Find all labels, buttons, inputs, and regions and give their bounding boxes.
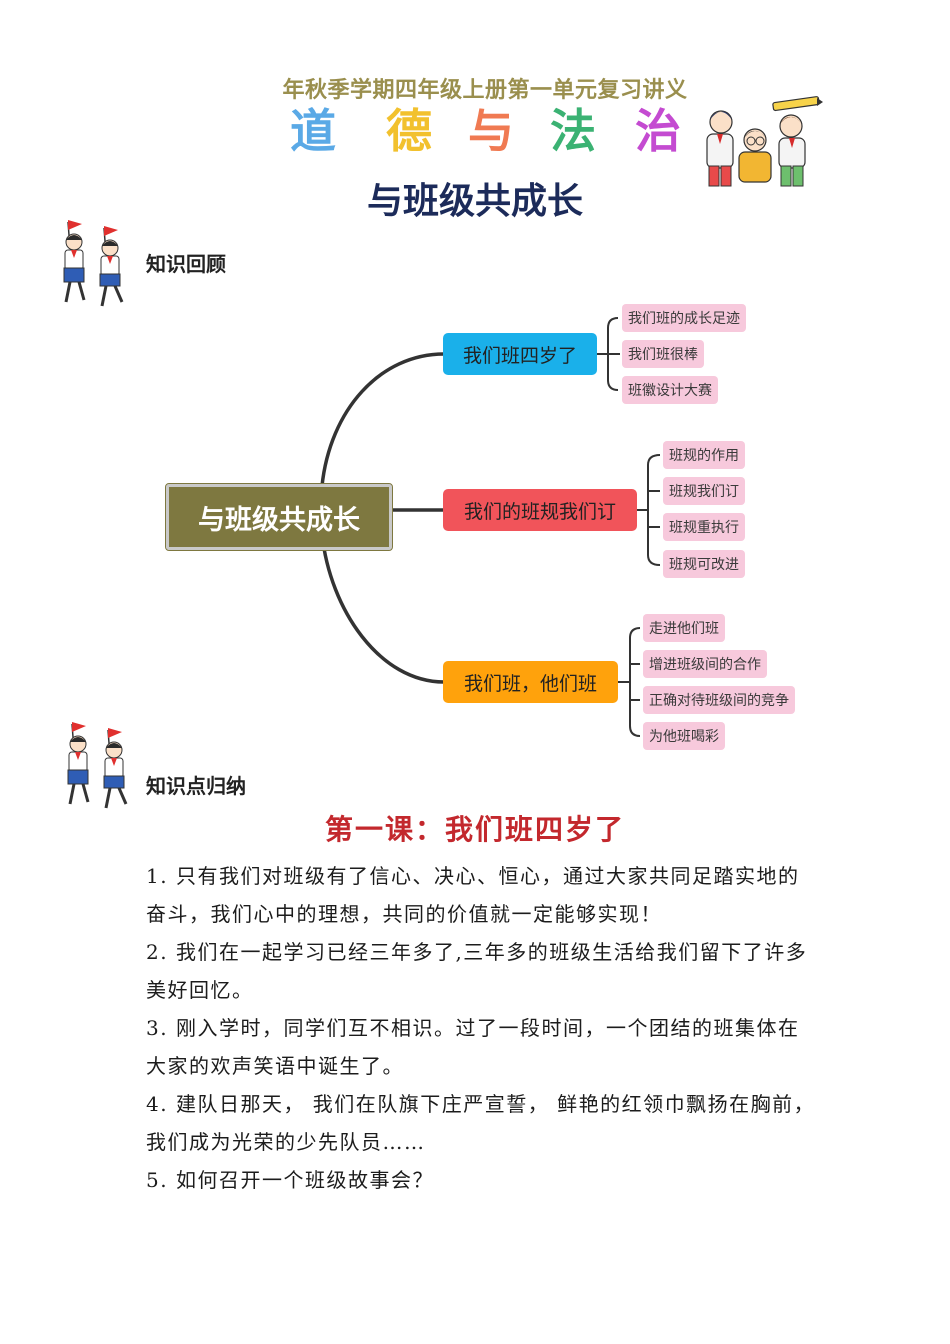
section-heading-review: 知识回顾 xyxy=(146,252,226,276)
lesson-content: 1. 只有我们对班级有了信心、决心、恒心，通过大家共同足踏实地的奋斗，我们心中的… xyxy=(146,857,816,1199)
mindmap-leaf: 我们班很棒 xyxy=(622,340,704,368)
subject-char: 法 xyxy=(550,104,596,158)
mindmap xyxy=(0,290,950,760)
subject-char: 治 xyxy=(635,104,681,158)
running-students-icon xyxy=(67,722,128,809)
mindmap-leaf: 为他班喝彩 xyxy=(643,722,725,750)
running-students-icon xyxy=(63,220,124,307)
mindmap-leaf: 班规重执行 xyxy=(663,513,745,541)
students-illustration xyxy=(706,96,823,187)
mindmap-leaf: 正确对待班级间的竞争 xyxy=(643,686,795,714)
mindmap-branch-2: 我们的班规我们订 xyxy=(443,489,637,531)
mindmap-leaf: 班规的作用 xyxy=(663,441,745,469)
mindmap-leaf: 走进他们班 xyxy=(643,614,725,642)
mindmap-leaf: 班徽设计大赛 xyxy=(622,376,718,404)
mindmap-branch-3: 我们班，他们班 xyxy=(443,661,618,703)
mindmap-leaf: 增进班级间的合作 xyxy=(643,650,767,678)
lesson-paragraph: 5. 如何召开一个班级故事会？ xyxy=(146,1168,434,1192)
lesson-paragraph: 1. 只有我们对班级有了信心、决心、恒心，通过大家共同足踏实地的奋斗，我们心中的… xyxy=(146,864,800,926)
lesson-title: 第一课：我们班四岁了 xyxy=(324,813,625,846)
lesson-paragraph: 4. 建队日那天， 我们在队旗下庄严宣誓， 鲜艳的红领巾飘扬在胸前， 我们成为光… xyxy=(146,1092,816,1154)
mindmap-leaf: 我们班的成长足迹 xyxy=(622,304,746,332)
mindmap-leaf: 班规可改进 xyxy=(663,550,745,578)
document-title: 与班级共成长 xyxy=(366,181,583,222)
lesson-paragraph: 3. 刚入学时，同学们互不相识。过了一段时间，一个团结的班集体在大家的欢声笑语中… xyxy=(146,1016,800,1078)
header-subtitle: 年秋季学期四年级上册第一单元复习讲义 xyxy=(282,78,688,103)
subject-char: 道 xyxy=(290,104,336,158)
section-heading-summary: 知识点归纳 xyxy=(146,774,246,798)
subject-char: 与 xyxy=(468,104,514,158)
lesson-paragraph: 2. 我们在一起学习已经三年多了,三年多的班级生活给我们留下了许多美好回忆。 xyxy=(146,940,808,1002)
subject-char: 德 xyxy=(386,104,432,158)
mindmap-branch-1: 我们班四岁了 xyxy=(443,333,597,375)
mindmap-connectors xyxy=(320,317,661,737)
mindmap-leaf: 班规我们订 xyxy=(663,477,745,505)
mindmap-root-node: 与班级共成长 xyxy=(165,483,393,551)
